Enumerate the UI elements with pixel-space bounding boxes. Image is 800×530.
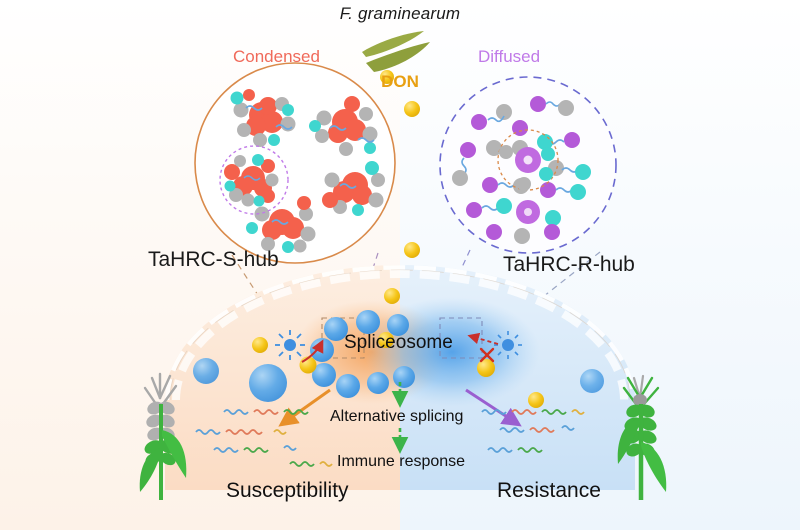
immune-response-label: Immune response bbox=[337, 453, 466, 470]
don-molecule-icon bbox=[252, 288, 544, 408]
don-binding-left bbox=[275, 330, 324, 363]
diffused-state-label: Diffused bbox=[478, 47, 541, 66]
plant-cell bbox=[165, 265, 635, 490]
rna-transcripts-left bbox=[195, 409, 333, 467]
diffused-monomers bbox=[452, 96, 591, 244]
wheat-healthy-icon bbox=[617, 374, 667, 500]
nucleus bbox=[193, 358, 604, 402]
alternative-splicing-label: Alternative splicing bbox=[330, 408, 464, 425]
condensed-state-label: Condensed bbox=[233, 47, 320, 66]
fungal-spore-icon bbox=[362, 31, 430, 72]
don-binding-blocked-right bbox=[467, 331, 522, 363]
rna-transcripts-right bbox=[481, 409, 585, 453]
wheat-diseased-icon bbox=[139, 372, 187, 500]
red-x-block-icon bbox=[479, 347, 495, 363]
condensate-cluster bbox=[230, 89, 296, 147]
small-hub-node bbox=[516, 200, 540, 224]
toxin-label: DON bbox=[381, 72, 419, 91]
spliceosome-label: Spliceosome bbox=[344, 332, 453, 353]
condensate-cluster bbox=[309, 96, 378, 156]
highlighted-condensate bbox=[219, 145, 289, 215]
don-molecule-icon bbox=[380, 70, 420, 117]
highlighted-monomer bbox=[497, 129, 559, 191]
condensate-cluster bbox=[322, 161, 385, 216]
condensate-cluster bbox=[246, 196, 316, 253]
tahrc-r-hub-label: TaHRC-R-hub bbox=[503, 253, 635, 276]
susceptibility-label: Susceptibility bbox=[226, 479, 349, 502]
hub-starburst-icon bbox=[275, 330, 305, 360]
hub-starburst-icon bbox=[494, 331, 522, 359]
condensed-hub-circle bbox=[194, 62, 396, 264]
arrow-resistance bbox=[465, 388, 522, 427]
pathogen-label: F. graminearum bbox=[339, 4, 461, 23]
resistance-label: Resistance bbox=[497, 479, 601, 502]
tahrc-s-hub-label: TaHRC-S-hub bbox=[148, 248, 279, 271]
don-molecule-icon bbox=[404, 242, 420, 258]
diffused-hub-circle bbox=[439, 76, 617, 254]
arrow-susceptibility bbox=[278, 388, 331, 427]
spliceosome-complex bbox=[310, 310, 415, 398]
